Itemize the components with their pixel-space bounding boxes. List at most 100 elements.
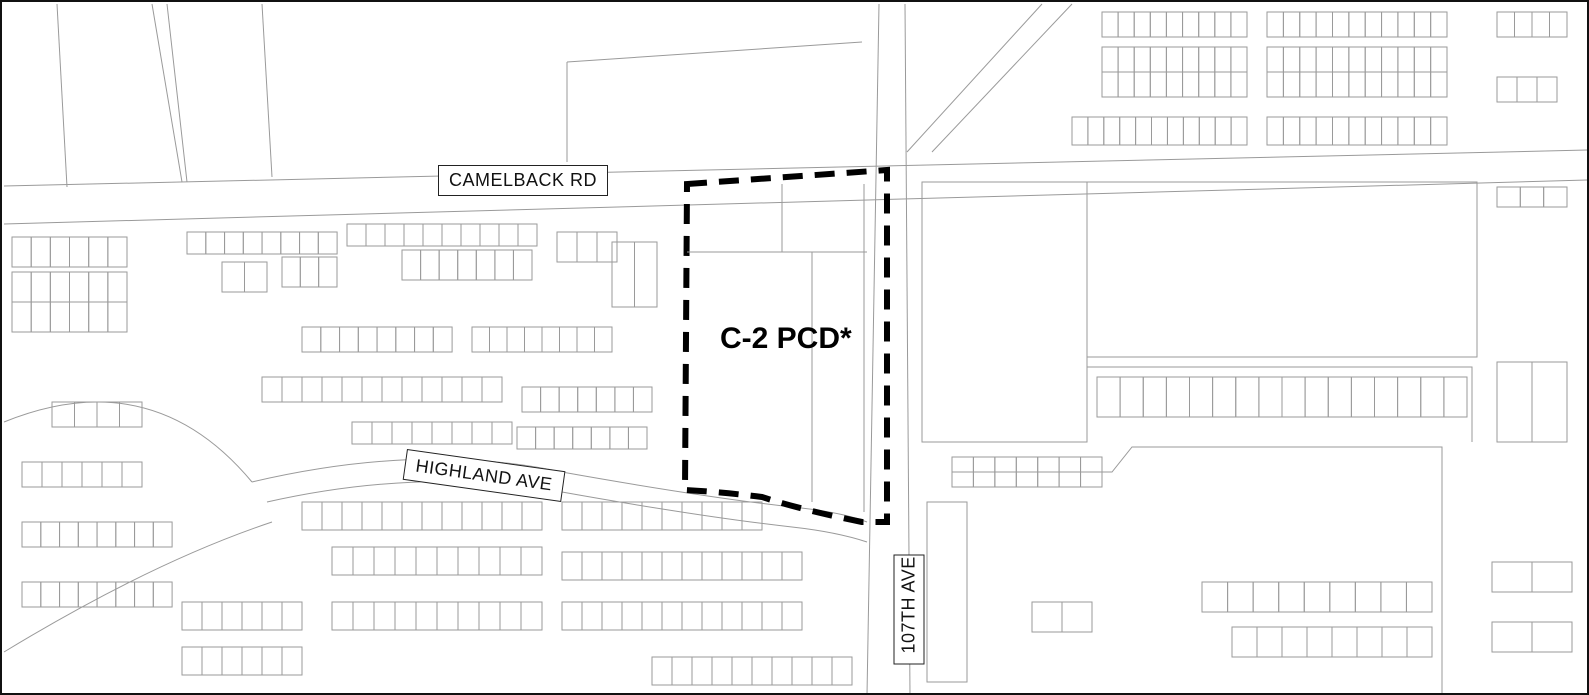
lot (671, 656, 693, 686)
lot (357, 326, 378, 353)
lot (1201, 581, 1229, 613)
lot (403, 223, 424, 247)
lot (1101, 11, 1119, 38)
lot (1281, 626, 1308, 658)
ave107-west-edge (866, 3, 880, 693)
lot (478, 601, 501, 631)
lot (341, 376, 363, 403)
lot (1306, 626, 1333, 658)
lot (441, 223, 462, 247)
lot (88, 301, 109, 333)
lot (88, 236, 109, 268)
lot (627, 426, 648, 450)
lot (553, 426, 574, 450)
lot (394, 601, 417, 631)
lot (731, 656, 753, 686)
lot (373, 601, 396, 631)
lot (11, 271, 32, 303)
lot (1356, 626, 1383, 658)
lot (457, 546, 480, 576)
lot (352, 601, 375, 631)
ave107-label: 107TH AVE (893, 554, 925, 665)
lot (1413, 11, 1432, 38)
lot (201, 601, 223, 631)
se-inner-road (952, 446, 1443, 693)
sw-road-2 (3, 521, 273, 653)
lot (1397, 11, 1415, 38)
lot (1329, 581, 1356, 613)
lot (1135, 116, 1152, 146)
lot (1214, 46, 1232, 73)
lot (1496, 186, 1521, 208)
lot (438, 249, 459, 281)
lot (1397, 71, 1415, 98)
lot (1101, 71, 1119, 98)
lot (741, 601, 763, 631)
lot (1149, 11, 1167, 38)
lot (317, 231, 338, 255)
lot (475, 249, 496, 281)
lot (61, 461, 83, 488)
lot (1214, 71, 1232, 98)
diagonal-road-2 (931, 3, 1073, 153)
lot (632, 386, 653, 413)
lot (441, 376, 463, 403)
lot (741, 551, 763, 581)
lot (432, 326, 453, 353)
lot (74, 401, 98, 428)
lot (415, 546, 438, 576)
lot (481, 501, 503, 531)
lot (107, 236, 128, 268)
sw-road-1 (3, 401, 253, 483)
lot (11, 236, 32, 268)
lot (1430, 116, 1448, 146)
lot (1096, 376, 1121, 418)
lot (1080, 456, 1103, 488)
lot (711, 656, 733, 686)
lot (561, 551, 583, 581)
lot (261, 231, 282, 255)
lot (590, 426, 611, 450)
lot (1119, 376, 1144, 418)
lot (373, 546, 396, 576)
lot (1119, 116, 1137, 146)
lot (641, 601, 663, 631)
lot (339, 326, 359, 353)
lot (634, 241, 658, 308)
lot (641, 551, 663, 581)
lot (1182, 71, 1200, 98)
lot (1381, 11, 1399, 38)
lot (414, 326, 434, 353)
lot (1299, 71, 1317, 98)
lot (761, 551, 783, 581)
lot (576, 231, 598, 263)
lot (524, 326, 543, 353)
lot (761, 601, 783, 631)
zone-label: C-2 PCD* (720, 322, 852, 355)
lot (1231, 626, 1258, 658)
lot (1350, 376, 1376, 418)
lot (479, 223, 500, 247)
lot (1332, 71, 1350, 98)
lot (520, 601, 543, 631)
lot (365, 223, 386, 247)
lot (181, 601, 203, 631)
lot (609, 426, 630, 450)
lot (1282, 11, 1301, 38)
lot (601, 601, 623, 631)
zone-boundary (681, 166, 890, 525)
lot (1413, 116, 1432, 146)
lot (541, 326, 560, 353)
lot (30, 271, 51, 303)
lot (540, 386, 560, 413)
lot (346, 223, 367, 247)
lot (811, 656, 833, 686)
lot (1117, 71, 1135, 98)
lot (1332, 116, 1350, 146)
lot (601, 551, 623, 581)
lot (301, 326, 322, 353)
lot (1061, 601, 1093, 633)
lot (1315, 46, 1333, 73)
lot (831, 656, 853, 686)
lot (1214, 116, 1232, 146)
